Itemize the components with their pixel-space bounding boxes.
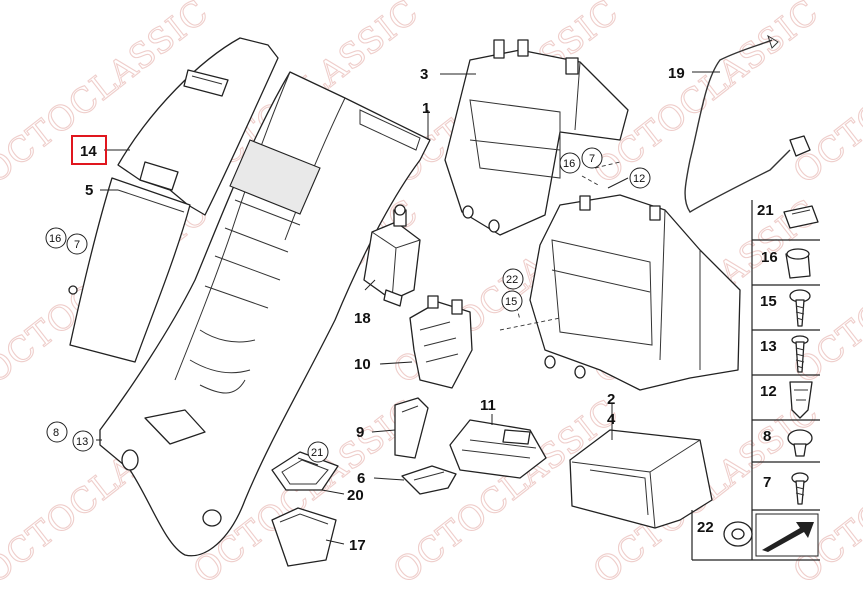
fastener-label-15[interactable]: 15 — [760, 293, 777, 310]
clip-icon — [789, 381, 813, 419]
arrow-icon — [755, 513, 819, 557]
label-14[interactable]: 14 — [80, 143, 97, 160]
screw-icon — [789, 289, 811, 327]
part-5-cover[interactable] — [68, 177, 191, 363]
screw-icon — [791, 335, 809, 373]
label-13[interactable]: 13 — [76, 436, 88, 448]
part-1-center-console[interactable] — [99, 71, 431, 557]
fastener-label-21[interactable]: 21 — [757, 202, 774, 219]
part-19-cable[interactable] — [684, 34, 811, 213]
label-15[interactable]: 15 — [505, 296, 517, 308]
highlight-box — [71, 135, 107, 165]
label-10[interactable]: 10 — [354, 356, 371, 373]
label-4[interactable]: 4 — [607, 411, 616, 428]
label-7[interactable]: 7 — [74, 239, 80, 251]
label-11[interactable]: 11 — [480, 397, 496, 414]
label-16[interactable]: 16 — [563, 158, 575, 170]
fastener-label-16[interactable]: 16 — [761, 249, 778, 266]
label-7[interactable]: 7 — [589, 153, 595, 165]
clip-nut-icon — [783, 205, 819, 229]
label-21[interactable]: 21 — [311, 447, 323, 459]
label-3[interactable]: 3 — [420, 66, 428, 83]
label-22[interactable]: 22 — [506, 274, 518, 286]
part-11-tray[interactable] — [449, 419, 547, 479]
part-10-lock[interactable] — [409, 295, 473, 389]
part-9-bracket[interactable] — [394, 397, 429, 459]
label-18[interactable]: 18 — [354, 310, 371, 327]
label-16[interactable]: 16 — [49, 233, 61, 245]
fastener-label-13[interactable]: 13 — [760, 338, 777, 355]
expansion-nut-icon — [785, 248, 811, 279]
label-12[interactable]: 12 — [633, 173, 645, 185]
label-1[interactable]: 1 — [422, 100, 430, 117]
label-6[interactable]: 6 — [357, 470, 365, 487]
screw-icon — [791, 472, 809, 505]
fastener-label-22[interactable]: 22 — [697, 519, 714, 536]
fastener-label-12[interactable]: 12 — [760, 383, 777, 400]
callouts: 14 5 16 7 8 13 18 10 9 6 21 20 17 3 1 16… — [45, 65, 685, 554]
part-4-bin[interactable] — [569, 429, 713, 529]
fastener-label-7[interactable]: 7 — [763, 474, 771, 491]
label-19[interactable]: 19 — [668, 65, 685, 82]
part-6-clip[interactable] — [401, 465, 457, 495]
label-17[interactable]: 17 — [349, 537, 366, 554]
fastener-label-8[interactable]: 8 — [763, 428, 771, 445]
part-18-actuator[interactable] — [363, 204, 421, 307]
fastener-sidebar: 21 16 15 13 12 8 7 22 — [691, 200, 820, 561]
plug-icon — [787, 429, 813, 457]
label-8[interactable]: 8 — [53, 427, 59, 439]
part-17-cup-holder[interactable] — [271, 507, 337, 567]
grommet-icon — [723, 521, 753, 547]
label-20[interactable]: 20 — [347, 487, 364, 504]
label-5[interactable]: 5 — [85, 182, 93, 199]
label-2[interactable]: 2 — [607, 391, 615, 408]
part-3-duct[interactable] — [444, 39, 629, 236]
leader-lines — [96, 71, 720, 545]
part-14-panel[interactable] — [117, 37, 279, 216]
label-9[interactable]: 9 — [356, 424, 364, 441]
part-2-duct[interactable] — [499, 194, 741, 391]
